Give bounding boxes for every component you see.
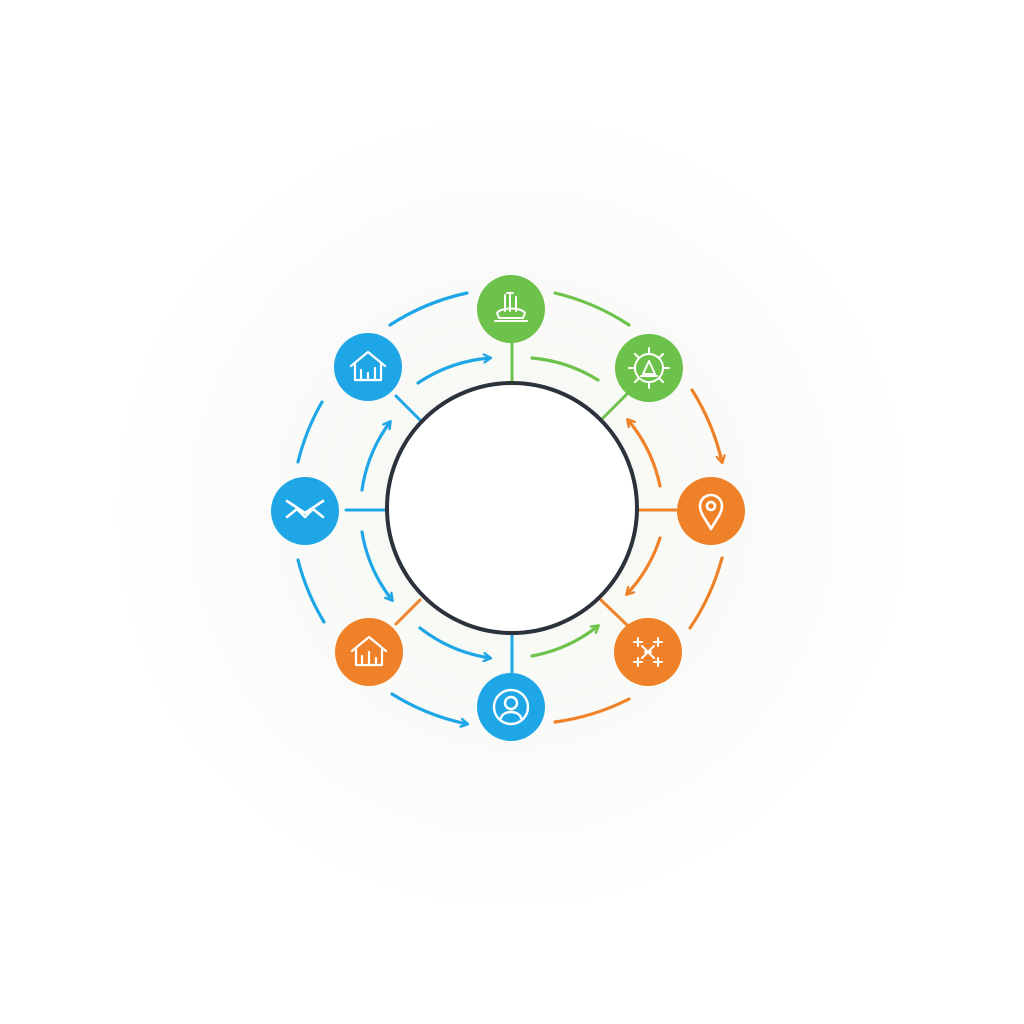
inner-arrow-right-to-top-right [628,420,662,488]
node-top-left[interactable] [334,333,402,401]
gear-alert-icon [628,347,670,389]
outer-arc-bottom-left-to-bottom [390,692,467,724]
inner-arrow-left-to-top-left [360,422,390,492]
inner-arcs [360,356,662,658]
node-bottom-left[interactable] [335,618,403,686]
outer-arc-bottom-right-to-bottom [553,697,631,724]
building-chart-icon [350,635,388,667]
spoke-bottom-left [394,598,422,626]
home-chart-icon [349,350,387,382]
central-hub [385,381,639,635]
user-profile-icon [492,688,530,726]
inner-arrow-left-to-bottom-left [360,530,392,600]
outer-arcs [296,291,724,724]
spoke-top-left [394,394,422,422]
node-bottom[interactable] [477,673,545,741]
outer-arc-right-to-bottom-right [688,556,724,630]
inner-arrow-bottom-to-bottom-right [530,626,598,658]
outer-arc-top-to-top-right [553,291,631,327]
outer-arc-top-left-to-left [296,400,324,464]
network-nodes-icon [633,637,663,667]
mail-trend-icon [285,499,325,519]
outer-arc-top-left-to-top [388,291,469,327]
lab-equipment-icon [494,292,528,322]
spoke-top-right [599,392,629,422]
outer-arc-top-right-to-right [690,388,722,462]
inner-arrow-top-to-top-right [530,356,600,382]
map-pin-icon [698,493,724,531]
inner-arrow-to-top [416,358,490,385]
node-top[interactable] [477,275,545,343]
spoke-bottom-right [599,598,629,627]
outer-arc-left-to-bottom-left [296,558,326,624]
inner-arrow-left-to-bottom [418,626,490,658]
inner-arrow-right-to-bottom-right [627,536,662,594]
node-top-right[interactable] [615,334,683,402]
node-right[interactable] [677,477,745,545]
node-bottom-right[interactable] [614,618,682,686]
spokes [344,341,678,675]
node-left[interactable] [271,477,339,545]
